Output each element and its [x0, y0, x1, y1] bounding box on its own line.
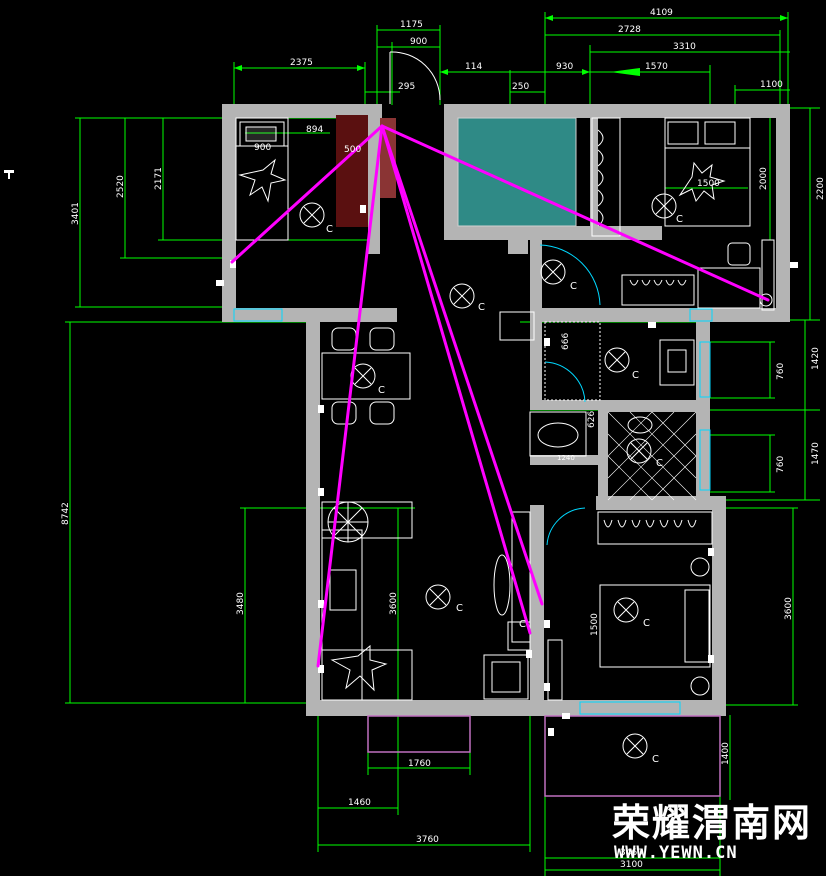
dim-2171: 2171 [154, 167, 164, 190]
dim-1420: 1420 [811, 347, 821, 370]
light-fixture-8 [425, 584, 451, 610]
watermark-title: 荣耀渭南网 [612, 801, 812, 845]
dim-2000: 2000 [759, 167, 769, 190]
dim-3460: 3460 [620, 848, 643, 858]
dim-760-a: 760 [776, 363, 786, 380]
dim-1470: 1470 [811, 442, 821, 465]
dim-295: 295 [398, 82, 415, 92]
dim-114: 114 [465, 62, 482, 72]
dim-666: 666 [561, 333, 571, 350]
light-fixture-3 [449, 283, 475, 309]
light-fixture-7 [626, 438, 652, 464]
dimension-arrows [234, 15, 788, 76]
dim-3480: 3480 [236, 592, 246, 615]
dim-2728: 2728 [618, 25, 641, 35]
furniture [235, 51, 775, 701]
dim-894: 894 [306, 125, 323, 135]
sightlines [230, 124, 770, 668]
dim-4109: 4109 [650, 8, 673, 18]
room-mark: C [519, 619, 526, 630]
dim-250: 250 [512, 82, 529, 92]
dim-1240: 1240 [557, 454, 575, 462]
dim-3401: 3401 [71, 202, 81, 225]
walls [222, 104, 790, 716]
dim-1500: 1500 [697, 179, 720, 189]
dimension-lines [65, 12, 820, 876]
light-fixtures [299, 193, 677, 759]
light-fixture-6 [604, 347, 630, 373]
dim-1100: 1100 [760, 80, 783, 90]
light-fixture-9 [613, 597, 639, 623]
light-fixture-2 [651, 193, 677, 219]
dim-1500-r: 1500 [590, 613, 600, 636]
dim-3600-mid: 3600 [389, 592, 399, 615]
dim-900: 900 [410, 37, 427, 47]
dim-1570: 1570 [645, 62, 668, 72]
dim-8742: 8742 [61, 502, 71, 525]
dimension-labels: 1175 900 2375 295 114 250 930 1570 4109 … [61, 8, 826, 870]
room-mark: C [326, 224, 333, 235]
dim-900b: 900 [254, 143, 271, 153]
windows [233, 308, 713, 715]
dim-2520: 2520 [116, 175, 126, 198]
sockets [4, 170, 798, 736]
light-fixture-4 [540, 259, 566, 285]
room-mark: C [478, 302, 485, 313]
room-mark: C [456, 603, 463, 614]
dim-2200: 2200 [816, 177, 826, 200]
balconies [367, 715, 721, 797]
room-mark: C [632, 370, 639, 381]
room-mark: C [643, 618, 650, 629]
light-fixture-1 [299, 202, 325, 228]
room-mark: C [570, 281, 577, 292]
dim-1760: 1760 [408, 759, 431, 769]
room-mark: C [652, 754, 659, 765]
dim-930: 930 [556, 62, 573, 72]
dim-3600: 3600 [784, 597, 794, 620]
watermark-url: WWW.YEWN.CN [614, 843, 738, 863]
room-mark: C [656, 458, 663, 469]
watermark: 荣耀渭南网 WWW.YEWN.CN [612, 801, 812, 863]
dim-2375: 2375 [290, 58, 313, 68]
dim-1400: 1400 [721, 742, 731, 765]
dim-3100: 3100 [620, 860, 643, 870]
dim-500: 500 [344, 145, 361, 155]
pool [457, 117, 577, 227]
dim-3760: 3760 [416, 835, 439, 845]
dim-1460: 1460 [348, 798, 371, 808]
dim-1175: 1175 [400, 20, 423, 30]
dim-626: 626 [587, 411, 597, 428]
light-fixture-10 [622, 733, 648, 759]
room-marks: C C C C C C C C C C C [326, 214, 683, 765]
dim-760-b: 760 [776, 456, 786, 473]
room-mark: C [676, 214, 683, 225]
dim-3310: 3310 [673, 42, 696, 52]
room-mark: C [378, 385, 385, 396]
